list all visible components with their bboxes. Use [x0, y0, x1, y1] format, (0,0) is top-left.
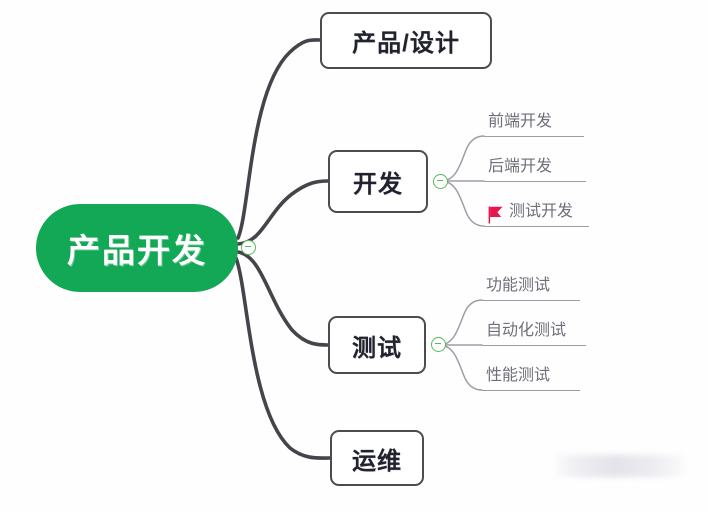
branch-node-product-design-label: 产品/设计: [352, 30, 460, 57]
leaf-underline-automation-test: [482, 345, 586, 346]
branch-node-product-design[interactable]: 产品/设计: [320, 12, 492, 69]
leaf-item-backend-label: 后端开发: [488, 158, 553, 175]
blurred-watermark: [555, 455, 685, 477]
leaf-underline-performance-test: [482, 390, 580, 391]
connector-test-to-function: [438, 299, 483, 346]
branch-node-operations-label: 运维: [352, 447, 402, 475]
leaf-item-frontend[interactable]: 前端开发: [488, 112, 552, 132]
leaf-underline-test-development: [484, 226, 589, 227]
branch-node-operations[interactable]: 运维: [330, 430, 424, 486]
leaf-item-functional-test-label: 功能测试: [486, 277, 551, 294]
connector-test-to-perf: [438, 344, 483, 391]
connector-dev-to-testdev: [440, 180, 485, 227]
root-node[interactable]: 产品开发: [36, 204, 238, 292]
connector-root-to-product: [236, 38, 322, 240]
collapse-toggle-root[interactable]: [241, 240, 256, 255]
root-node-label: 产品开发: [67, 232, 207, 269]
connector-root-to-test: [236, 250, 330, 347]
branch-node-testing[interactable]: 测试: [328, 316, 426, 374]
leaf-item-automation-test-label: 自动化测试: [486, 322, 567, 339]
branch-node-development[interactable]: 开发: [328, 150, 428, 213]
leaf-item-backend[interactable]: 后端开发: [488, 157, 552, 177]
collapse-toggle-development[interactable]: [433, 174, 448, 189]
leaf-underline-frontend: [484, 136, 584, 137]
leaf-underline-functional-test: [482, 300, 580, 301]
branch-node-testing-label: 测试: [352, 334, 402, 362]
red-flag-icon: [488, 206, 504, 224]
connector-root-to-ops: [234, 256, 332, 460]
leaf-item-functional-test[interactable]: 功能测试: [486, 276, 550, 296]
leaf-item-automation-test[interactable]: 自动化测试: [486, 321, 566, 341]
branch-node-development-label: 开发: [353, 171, 403, 198]
connector-root-to-dev: [236, 179, 330, 246]
leaf-item-test-development-label: 测试开发: [509, 203, 574, 220]
leaf-item-test-development[interactable]: 测试开发: [488, 202, 574, 224]
leaf-item-performance-test-label: 性能测试: [486, 367, 551, 384]
leaf-item-performance-test[interactable]: 性能测试: [486, 366, 550, 386]
connector-dev-to-frontend: [440, 135, 485, 182]
collapse-toggle-testing[interactable]: [431, 337, 446, 352]
leaf-underline-backend: [484, 181, 586, 182]
leaf-item-frontend-label: 前端开发: [488, 113, 553, 130]
